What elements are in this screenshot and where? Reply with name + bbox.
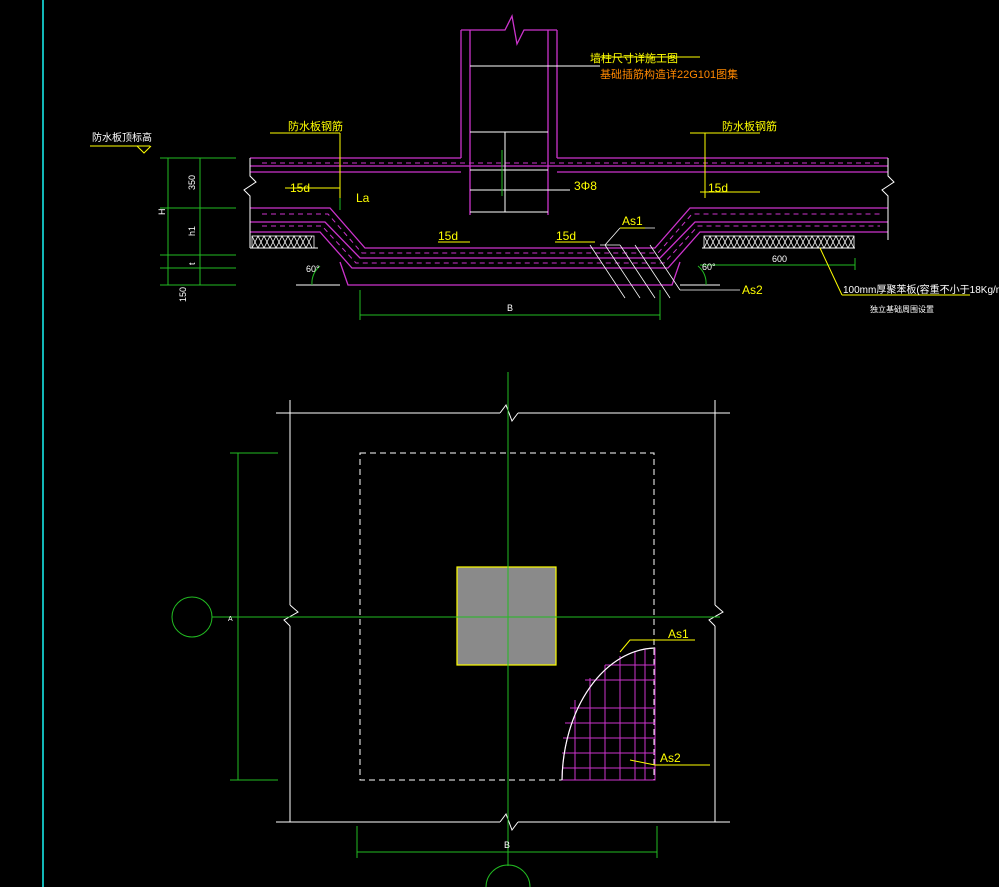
wall-outline <box>250 13 888 215</box>
dim-B-section: B <box>507 303 513 313</box>
label-as1-section: As1 <box>622 214 643 228</box>
rebar-dashed <box>262 162 880 264</box>
foam-board-left <box>251 235 315 249</box>
plan-axis-lines <box>171 372 720 887</box>
dim-150: 150 <box>178 287 188 302</box>
foam-note: 100mm厚聚苯板(容重不小于18Kg/m3) <box>843 283 999 296</box>
axis-bubble-bottom <box>485 864 531 887</box>
section-dimensions <box>160 150 856 320</box>
as-hatch-section <box>589 227 740 299</box>
foundation-section <box>90 13 970 320</box>
rebar-mesh-quarter <box>561 647 656 781</box>
axis-bubble-left <box>171 596 213 638</box>
label-as1-plan: As1 <box>668 627 689 641</box>
label-15d-right-upper: 15d <box>708 181 728 195</box>
note-line1: 墙柱尺寸详施工图 <box>590 51 678 65</box>
angle-left: 60° <box>306 264 320 274</box>
dim-t: t <box>187 262 197 265</box>
dim-350: 350 <box>187 175 197 190</box>
section-leaders <box>90 56 970 296</box>
slab-outline <box>250 165 888 286</box>
plan-outline <box>276 400 730 832</box>
waterproof-rebar-right: 防水板钢筋 <box>722 119 777 133</box>
wall-stirrups <box>470 65 600 213</box>
angle-right: 60° <box>702 262 716 272</box>
label-15d-left-upper: 15d <box>290 181 310 195</box>
foundation-plan <box>171 372 730 887</box>
label-15d-bottom-left: 15d <box>438 229 458 243</box>
dim-h1: h1 <box>187 226 197 236</box>
foam-board-right <box>703 235 855 249</box>
foam-note-line2: 独立基础周围设置 <box>870 304 934 314</box>
column-block <box>456 566 557 666</box>
plan-labels: As1 As2 B A <box>228 616 689 850</box>
plan-leaders <box>619 639 710 766</box>
waterproof-rebar-left: 防水板钢筋 <box>288 119 343 133</box>
dim-B-plan: B <box>504 840 510 850</box>
dim-H: H <box>157 209 167 216</box>
note-line2: 基础插筋构造详22G101图集 <box>600 67 738 81</box>
label-15d-bottom-right: 15d <box>556 229 576 243</box>
mesh-arc-outline <box>561 647 656 781</box>
label-la: La <box>356 191 370 205</box>
label-as2-plan: As2 <box>660 751 681 765</box>
dim-600: 600 <box>772 254 787 264</box>
axis-mark: A <box>228 616 233 623</box>
label-stirrup: 3Φ8 <box>574 179 597 193</box>
label-as2-section: As2 <box>742 283 763 297</box>
waterproof-top-label: 防水板顶标高 <box>92 131 152 144</box>
section-labels: 墙柱尺寸详施工图 基础插筋构造详22G101图集 防水板顶标高 防水板钢筋 防水… <box>92 51 999 314</box>
